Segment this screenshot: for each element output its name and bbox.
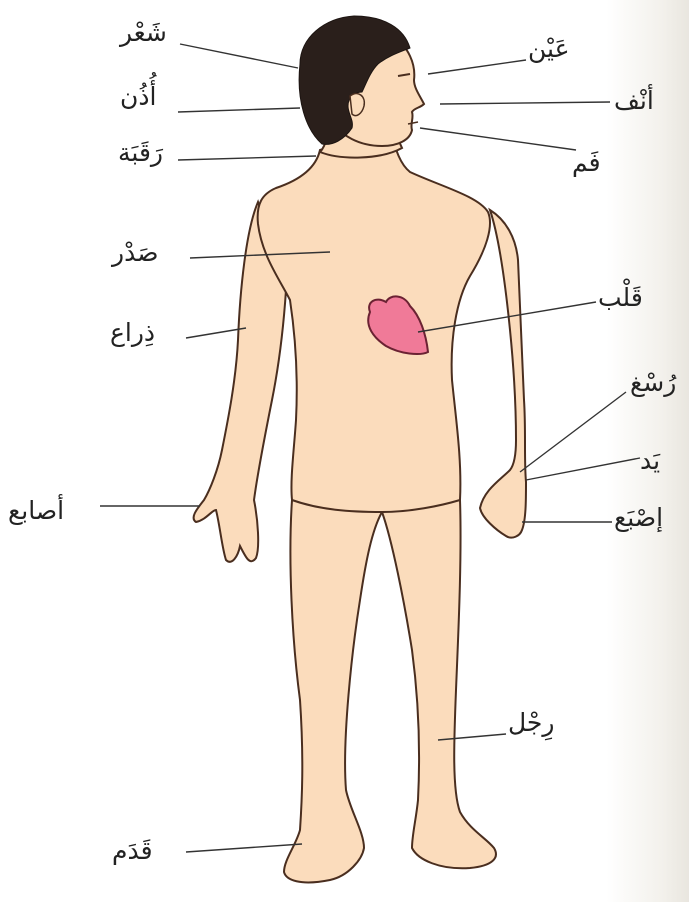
label-heart: قَلْب — [598, 285, 643, 310]
label-hand: يَد — [640, 448, 660, 473]
label-wrist: رُسْغ — [630, 370, 676, 395]
leader-line-ear — [178, 108, 300, 112]
label-neck: رَقَبَة — [118, 140, 163, 165]
leader-line-wrist — [520, 392, 626, 472]
leader-line-foot — [186, 844, 302, 852]
label-nose: أنْف — [614, 88, 654, 113]
leader-line-neck — [178, 156, 316, 160]
label-forearm: ذِراع — [110, 320, 155, 345]
label-hair: شَعْر — [120, 20, 167, 45]
right-leg — [382, 500, 496, 868]
leader-line-mouth — [420, 128, 576, 150]
leader-line-eye — [428, 60, 526, 74]
right-arm — [480, 210, 526, 538]
label-eye: عَيْن — [528, 36, 570, 61]
leader-line-forearm — [186, 328, 246, 338]
label-fingers: أصابع — [8, 498, 64, 523]
label-chest: صَدْر — [112, 240, 158, 265]
leader-line-hand — [526, 458, 640, 480]
left-leg — [284, 500, 382, 882]
label-ear: أُذُن — [120, 84, 156, 109]
label-mouth: فَم — [572, 150, 601, 175]
label-finger: إصْبَع — [614, 505, 663, 530]
leader-line-nose — [440, 102, 610, 104]
label-leg: رِجْل — [508, 710, 554, 735]
leader-line-hair — [180, 44, 298, 68]
label-foot: قَدَم — [112, 838, 153, 863]
